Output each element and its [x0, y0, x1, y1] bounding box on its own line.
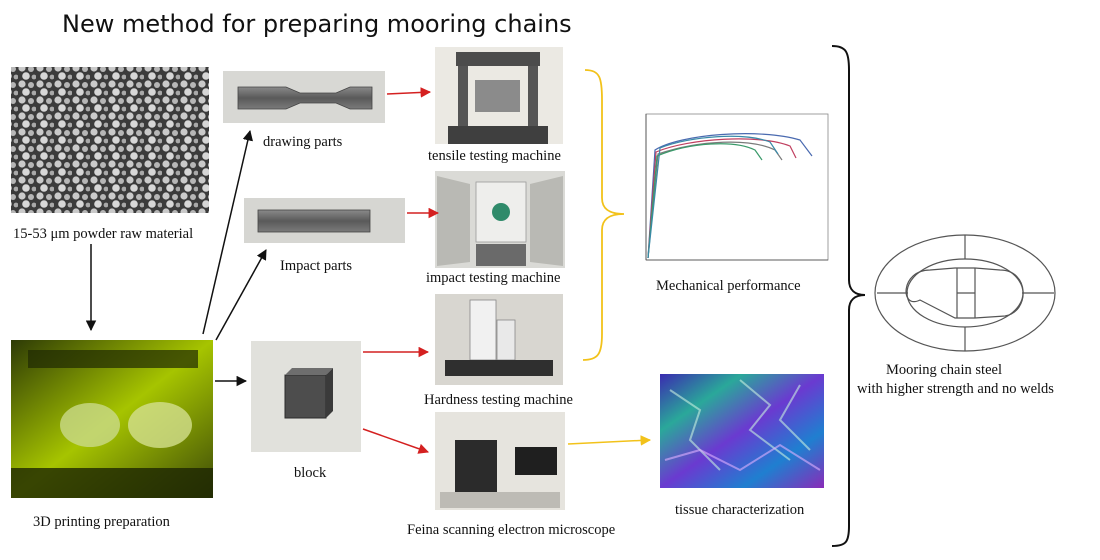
hardness-machine-image [435, 294, 563, 385]
sem-label: Feina scanning electron microscope [407, 522, 615, 538]
powder-label: 15-53 μm powder raw material [13, 226, 193, 242]
page-title: New method for preparing mooring chains [62, 10, 572, 38]
result-brace [831, 45, 866, 547]
result-label-line2: with higher strength and no welds [857, 381, 1054, 397]
hardness-machine-label: Hardness testing machine [424, 392, 573, 408]
curve-gray [647, 141, 783, 259]
arrow-drawing-to-tensile [386, 87, 432, 98]
stress-strain-chart [645, 113, 829, 261]
printing-label: 3D printing preparation [33, 514, 171, 530]
curve-green [647, 143, 763, 259]
impact-parts-image [244, 198, 405, 243]
arrow-printing-to-drawing [202, 129, 253, 335]
block-image [251, 341, 361, 452]
sem-image [435, 412, 565, 510]
arrow-block-to-sem [362, 428, 429, 454]
tensile-machine-label: tensile testing machine [428, 148, 561, 164]
printer-image [11, 340, 213, 498]
result-label-line1: Mooring chain steel [886, 362, 1002, 378]
arrow-printing-to-impact [215, 249, 267, 341]
impact-parts-label: Impact parts [280, 258, 352, 274]
tensile-machine-image [435, 47, 563, 144]
drawing-parts-image [223, 71, 385, 123]
arrow-sem-to-tissue [567, 435, 652, 446]
powder-image [11, 67, 209, 213]
tissue-image [660, 374, 824, 488]
chain-link-drawing [874, 234, 1056, 352]
block-label: block [294, 465, 327, 481]
curve-teal [647, 135, 779, 259]
curve-blue [647, 133, 813, 259]
impact-machine-image [435, 171, 565, 268]
mechanical-label: Mechanical performance [656, 278, 801, 294]
drawing-parts-label: drawing parts [263, 134, 343, 150]
curve-red [647, 138, 797, 259]
impact-machine-label: impact testing machine [426, 270, 561, 286]
yellow-brace [582, 69, 625, 361]
tissue-label: tissue characterization [675, 502, 805, 518]
